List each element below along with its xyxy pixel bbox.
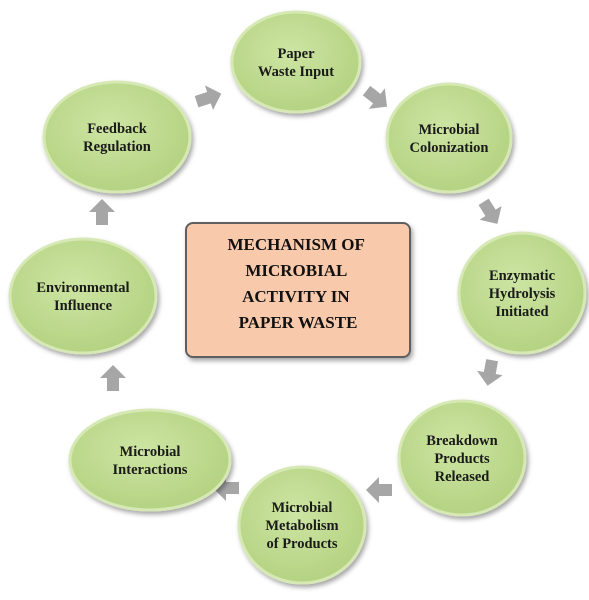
node-breakdown-products-shape [397, 399, 527, 517]
node-microbial-colonization-label-line-1: Microbial [419, 122, 480, 138]
node-microbial-colonization-label-line-2: Colonization [410, 140, 489, 156]
node-microbial-interactions-label-line-1: Microbial [120, 444, 181, 460]
center-box-shape [185, 222, 411, 358]
node-breakdown-products-label-line-2: Products [434, 451, 490, 467]
node-enzymatic-hydrolysis-shape [457, 231, 587, 355]
node-microbial-metabolism-label-line-3: of Products [266, 536, 337, 552]
cycle-arrow-2 [362, 85, 388, 109]
node-breakdown-products-label-line-3: Released [435, 469, 490, 485]
cycle-arrow-1 [194, 85, 222, 111]
node-paper-waste-input-label-line-2: Waste Input [258, 64, 334, 80]
cycle-arrow-3 [478, 198, 502, 224]
cycle-arrow-4 [477, 359, 503, 386]
center-title-line-1: MECHANISM OF [227, 235, 364, 254]
arrows-layer [89, 85, 503, 503]
center-title: MECHANISM OF MICROBIAL ACTIVITY IN PAPER… [227, 235, 368, 332]
node-microbial-metabolism-shape [237, 465, 367, 585]
node-enzymatic-hydrolysis-label-line-3: Initiated [495, 304, 548, 320]
node-enzymatic-hydrolysis-label-line-1: Enzymatic [489, 268, 556, 284]
node-paper-waste-input-label-line-1: Paper [277, 46, 315, 62]
node-enzymatic-hydrolysis-label-line-2: Hydrolysis [489, 286, 556, 302]
node-feedback-regulation-shape [42, 80, 192, 194]
node-environmental-influence-label-line-2: Influence [54, 298, 113, 314]
center-title-line-4: PAPER WASTE [239, 313, 358, 332]
node-paper-waste-input-shape [230, 10, 362, 114]
node-environmental-influence-shape [8, 237, 158, 355]
center-box: MECHANISM OF MICROBIAL ACTIVITY IN PAPER… [185, 222, 411, 358]
node-feedback-regulation-label-line-2: Regulation [83, 139, 151, 155]
center-title-line-3: ACTIVITY IN [242, 287, 350, 306]
node-microbial-interactions-shape [68, 408, 232, 512]
node-microbial-interactions-label-line-2: Interactions [113, 462, 188, 478]
cycle-arrow-5 [366, 477, 392, 503]
center-title-line-2: MICROBIAL [245, 261, 347, 280]
cycle-arrow-7 [100, 365, 126, 391]
node-microbial-metabolism-label-line-2: Metabolism [265, 518, 338, 534]
cycle-arrow-8 [89, 199, 115, 225]
node-environmental-influence-label-line-1: Environmental [36, 280, 129, 296]
node-microbial-metabolism-label-line-1: Microbial [272, 500, 333, 516]
node-breakdown-products-label-line-1: Breakdown [426, 433, 497, 449]
node-feedback-regulation-label-line-1: Feedback [87, 121, 148, 137]
node-microbial-colonization-shape [385, 82, 513, 194]
